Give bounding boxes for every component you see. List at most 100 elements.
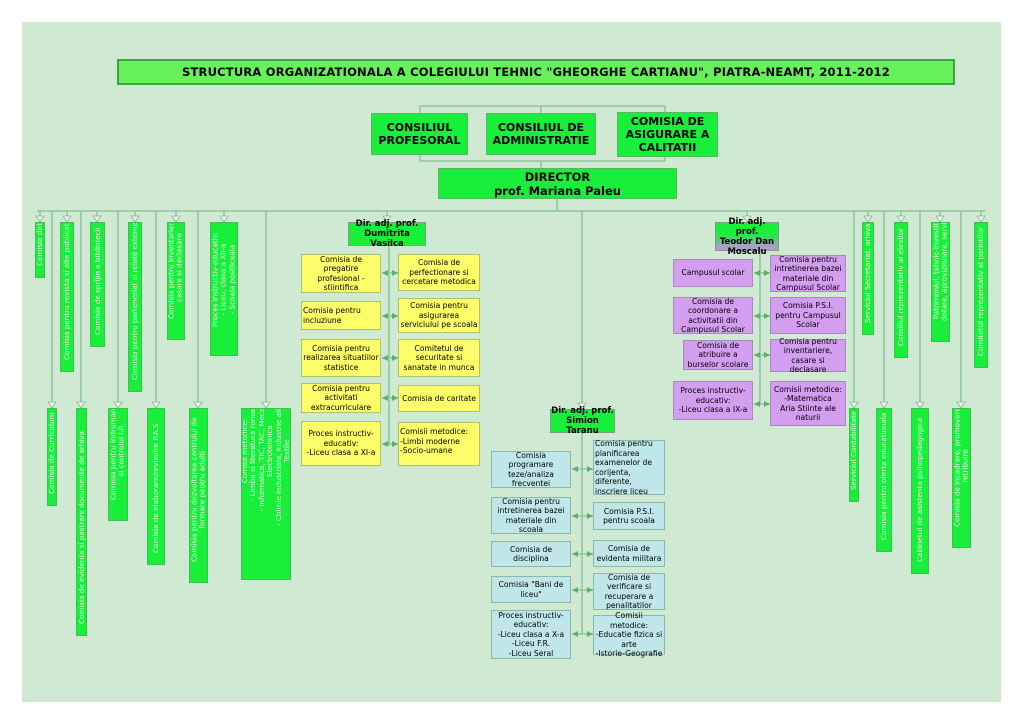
double-arrow-icon	[764, 270, 770, 276]
director-box[interactable]: DIRECTOR prof. Mariana Paleu	[438, 168, 677, 199]
d3-right-0[interactable]: Comisia pentru intretinerea bazei materi…	[770, 255, 846, 292]
d3-right-1[interactable]: Comisia P.S.I. pentru Campusul Scolar	[770, 297, 846, 334]
d3-right-3[interactable]: Comisii metodice: -Matematica Aria Stiin…	[770, 381, 846, 426]
double-arrow-icon	[572, 551, 578, 557]
d3-left-1[interactable]: Comisia de coordonare a activitatii din …	[673, 297, 753, 334]
vcommittee-left-top-5[interactable]: Proces instructiv-educativ: - Liceu, cla…	[210, 222, 238, 356]
arrow-down-icon	[896, 215, 906, 223]
vcommittee-left-bottom-2[interactable]: Comisia pentru indrumarea si controlul I…	[108, 408, 128, 521]
d1-right-4[interactable]: Comisii metodice: -Limbi moderne -Socio-…	[398, 422, 480, 466]
vcommittee-label: Comitetul reprezentativ al parintilor	[975, 226, 985, 356]
d3-left-0[interactable]: Campusul scolar	[673, 259, 753, 287]
vcommittee-label: Comisia de evidenta si pastrare document…	[76, 430, 86, 624]
vcommittee-label: Proces instructiv-educativ: - Liceu, cla…	[210, 231, 237, 327]
double-arrow-icon	[587, 551, 593, 557]
vcommittee-left-top-1[interactable]: Comisia pentru revista si alte publicati…	[60, 222, 74, 372]
vcommittee-right-bottom-3[interactable]: Comisia de incadrare, promovare, retribu…	[952, 408, 971, 548]
arrow-down-icon	[219, 215, 229, 223]
vcommittee-left-top-4[interactable]: Comisia pentru inventariere, casare si d…	[167, 222, 185, 340]
vcommittee-left-top-0[interactable]: Comisia dirigintilor	[35, 222, 45, 278]
d1-left-2[interactable]: Comisia pentru realizarea situatiilor st…	[301, 339, 381, 377]
director-role: DIRECTOR	[524, 169, 591, 184]
vcommittee-label: Comisia de incadrare, promovare, retribu…	[952, 408, 970, 528]
arrow-down-icon	[577, 402, 587, 410]
arrow-down-icon	[879, 401, 889, 409]
vcommittee-label: Comisia de sprijin a bibliotecii	[92, 226, 102, 335]
double-arrow-icon	[587, 513, 593, 519]
arrow-down-icon	[956, 401, 966, 409]
double-arrow-icon	[382, 313, 388, 319]
d2-left-1[interactable]: Comisia pentru intretinerea bazei materi…	[491, 497, 571, 534]
d2-right-3[interactable]: Comisia de verificare si recuperare a pe…	[593, 573, 665, 610]
double-arrow-icon	[382, 441, 388, 447]
council-administratie[interactable]: CONSILIUL DE ADMINISTRATIE	[486, 113, 596, 155]
arrow-down-icon	[76, 401, 86, 409]
arrow-down-icon	[863, 215, 873, 223]
double-arrow-icon	[392, 441, 398, 447]
double-arrow-icon	[572, 587, 578, 593]
deputy-name: Simion Taranu	[566, 416, 599, 436]
vcommittee-label: Serviciul Contabilitate	[849, 410, 858, 490]
d1-right-1[interactable]: Comisia pentru asigurarea serviciului pe…	[398, 298, 480, 333]
arrow-down-icon	[193, 401, 203, 409]
d2-right-4[interactable]: Comisii metodice: -Educatie fizica si ar…	[593, 611, 665, 658]
arrow-down-icon	[47, 401, 57, 409]
deputy-title: Dir. adj. prof.	[728, 216, 766, 237]
arrow-down-icon	[92, 215, 102, 223]
vcommittee-right-bottom-1[interactable]: Comisia pentru oferta educationala	[876, 408, 892, 552]
d2-left-0[interactable]: Comisia programare teze/analiza frecvent…	[491, 451, 571, 488]
council-calitate[interactable]: COMISIA DE ASIGURARE A CALITATII	[617, 112, 718, 157]
vcommittee-left-bottom-0[interactable]: Comisia de Curriculum	[47, 408, 57, 506]
vcommittee-left-bottom-5[interactable]: Comisii metodice: - Limba si literatura …	[241, 408, 291, 580]
chart-title: STRUCTURA ORGANIZATIONALA A COLEGIULUI T…	[117, 59, 955, 85]
d2-right-2[interactable]: Comisia de evidenta militara	[593, 540, 665, 567]
vcommittee-label: Comisia de elaborare/revizuire P.A.S.	[150, 420, 160, 553]
d2-left-2[interactable]: Comisia de disciplina	[491, 541, 571, 567]
arrow-down-icon	[849, 401, 859, 409]
vcommittee-left-bottom-4[interactable]: Comisia pentru dezvoltarea centrului de …	[189, 408, 208, 583]
council-profesoral[interactable]: CONSILIUL PROFESORAL	[371, 113, 468, 155]
arrow-down-icon	[62, 215, 72, 223]
vcommittee-label: Comisia pentru oferta educationala	[878, 412, 888, 540]
d2-right-0[interactable]: Comisia pentru planificarea examenelor d…	[593, 439, 665, 496]
vcommittee-right-bottom-0[interactable]: Serviciul Contabilitate	[849, 408, 859, 502]
double-arrow-icon	[392, 395, 398, 401]
double-arrow-icon	[587, 587, 593, 593]
d1-right-0[interactable]: Comisia de perfectionare si cercetare me…	[398, 254, 480, 291]
double-arrow-icon	[587, 466, 593, 472]
d3-left-3[interactable]: Proces instructiv-educativ: -Liceu clasa…	[673, 381, 753, 420]
d1-right-2[interactable]: Comitetul de securitate si sanatate in m…	[398, 339, 480, 377]
vcommittee-right-top-3[interactable]: Comitetul reprezentativ al parintilor	[974, 222, 988, 368]
vcommittee-label: Comisia pentru parteneriat si relatii ex…	[129, 222, 139, 380]
deputy-title: Dir. adj. prof.	[355, 219, 419, 229]
vcommittee-right-bottom-2[interactable]: Cabinetul de asistenta psihopedagogica	[911, 408, 929, 574]
d2-left-4[interactable]: Proces instructiv-educativ: -Liceu clasa…	[491, 610, 571, 659]
deputy-vasilca[interactable]: Dir. adj. prof. Dumitrita Vasilca	[348, 219, 426, 249]
arrow-down-icon	[261, 401, 271, 409]
deputy-taranu[interactable]: Dir. adj. prof. Simion Taranu	[550, 406, 615, 436]
vcommittee-right-top-0[interactable]: Serviciul Secretariat, arhiva	[862, 222, 874, 335]
d1-right-3[interactable]: Comisia de caritate	[398, 385, 480, 412]
vcommittee-left-bottom-1[interactable]: Comisia de evidenta si pastrare document…	[76, 408, 87, 636]
vcommittee-label: Comisii metodice: - Limba si literatura …	[241, 408, 291, 526]
deputy-moscalu[interactable]: Dir. adj. prof. Teodor Dan Moscalu	[715, 217, 779, 257]
d1-left-1[interactable]: Comisia pentru incluziune	[301, 301, 381, 330]
d1-left-3[interactable]: Comisia pentru activitati extracurricula…	[301, 383, 381, 413]
vcommittee-right-top-1[interactable]: Consiliul reprezentativ al elevilor	[894, 222, 908, 358]
vcommittee-left-top-2[interactable]: Comisia de sprijin a bibliotecii	[90, 222, 105, 347]
d3-right-2[interactable]: Comisia pentru inventariere, casare si d…	[770, 337, 846, 374]
vcommittee-label: Comisia pentru inventariere, casare si d…	[167, 222, 184, 320]
vcommittee-left-top-3[interactable]: Comisia pentru parteneriat si relatii ex…	[128, 222, 142, 392]
d2-right-1[interactable]: Comisia P.S.I. pentru scoala	[593, 502, 665, 530]
vcommittee-right-top-2[interactable]: Patrimoniul, tehnic-investitii, dotare, …	[931, 222, 950, 342]
deputy-name: Teodor Dan Moscalu	[719, 236, 775, 257]
d1-left-4[interactable]: Proces instructiv-educativ: -Liceu clasa…	[301, 421, 381, 466]
d2-left-3[interactable]: Comisia "Bani de liceu"	[491, 576, 571, 603]
vcommittee-left-bottom-3[interactable]: Comisia de elaborare/revizuire P.A.S.	[147, 408, 165, 565]
d3-left-2[interactable]: Comisia de atribuire a burselor scolare	[683, 340, 753, 370]
arrow-down-icon	[130, 215, 140, 223]
d1-left-0[interactable]: Comisia de pregatire profesional - stiin…	[301, 254, 381, 293]
double-arrow-icon	[572, 466, 578, 472]
double-arrow-icon	[764, 352, 770, 358]
